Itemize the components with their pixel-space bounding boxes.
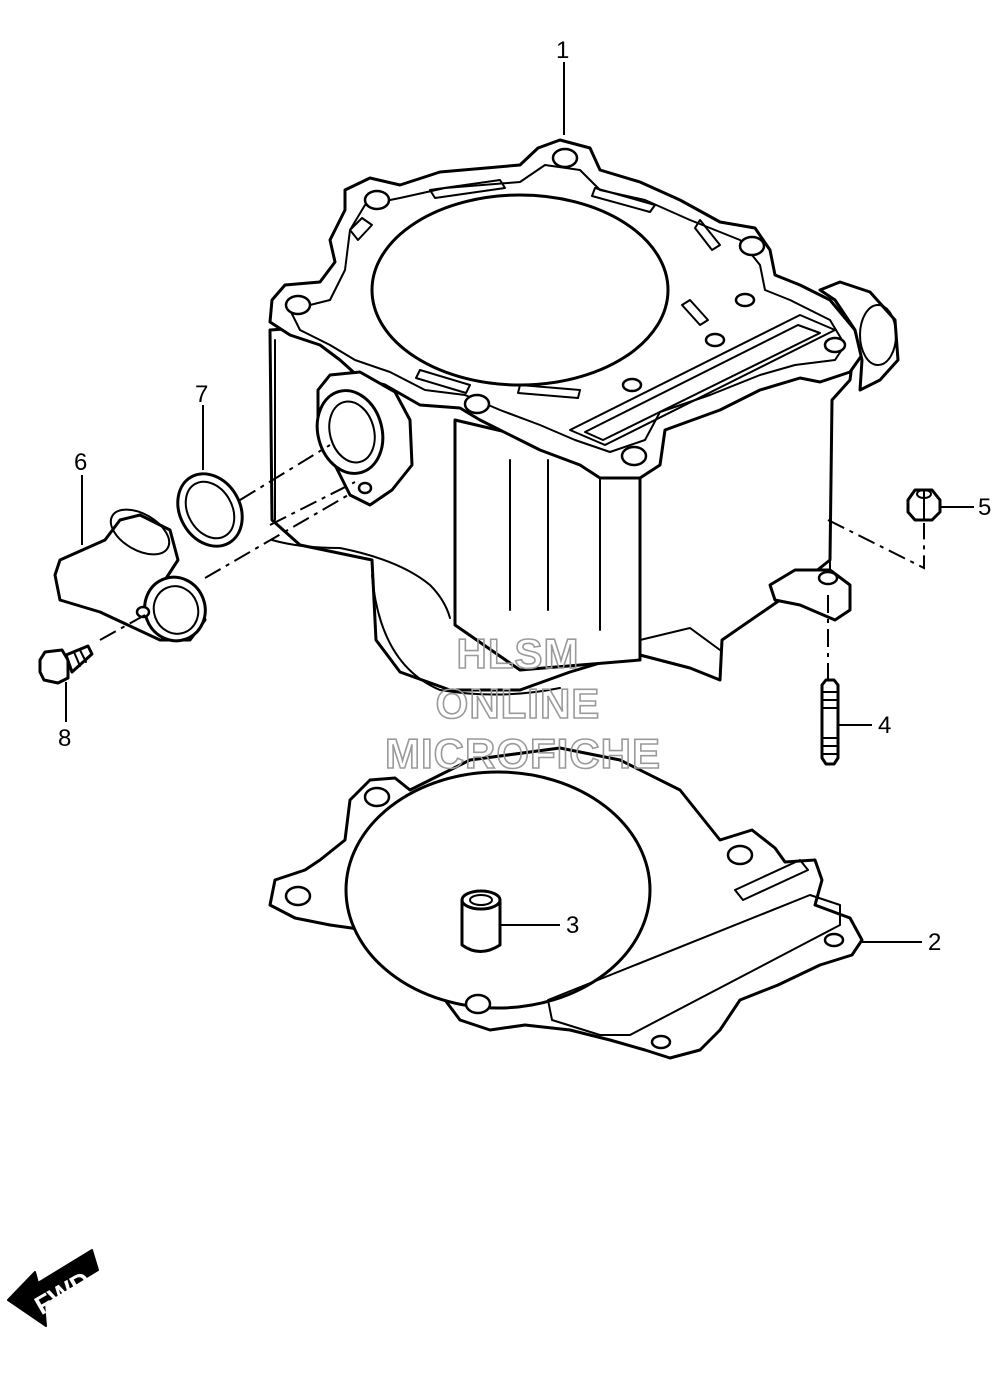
callout-7[interactable]: 7 (195, 381, 208, 408)
leader-lines (65, 62, 974, 943)
watermark-line-1: HLSM (457, 630, 580, 677)
callout-5[interactable]: 5 (978, 494, 991, 521)
watermark-line-3: MICROFICHE (385, 730, 661, 777)
callout-2[interactable]: 2 (928, 929, 941, 956)
o-ring-part[interactable] (165, 462, 255, 558)
callout-1[interactable]: 1 (556, 37, 569, 64)
stud-bolt-part[interactable] (820, 678, 840, 766)
socket-bolt-part[interactable] (38, 644, 94, 685)
dowel-pin-part[interactable] (460, 889, 502, 953)
callout-numbers: 1 2 3 4 5 6 7 8 (58, 37, 991, 956)
callout-6[interactable]: 6 (74, 449, 87, 476)
forward-arrow-icon: FWD (7, 1249, 99, 1327)
callout-3[interactable]: 3 (566, 912, 579, 939)
cylinder-part[interactable] (268, 138, 900, 696)
callout-4[interactable]: 4 (878, 712, 891, 739)
watermark-line-2: ONLINE (436, 680, 601, 727)
watermark: HLSM ONLINE MICROFICHE (384, 629, 661, 778)
water-outlet-pipe-part[interactable] (53, 500, 214, 649)
cylinder-base-gasket-part[interactable] (268, 746, 864, 1060)
callout-8[interactable]: 8 (58, 725, 71, 752)
hex-nut-part[interactable] (906, 488, 942, 522)
